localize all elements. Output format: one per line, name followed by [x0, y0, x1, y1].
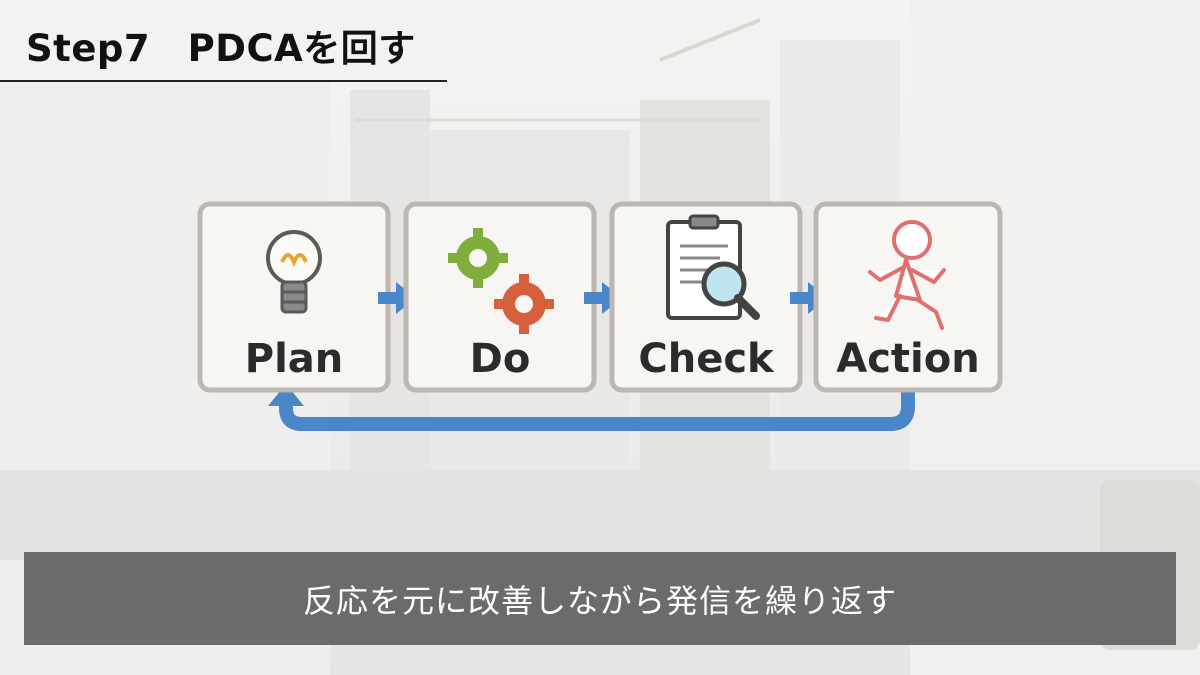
title-underline — [0, 80, 447, 82]
pdca-cycle-illustration: Plan — [197, 201, 1003, 431]
caption-bar: 反応を元に改善しながら発信を繰り返す — [24, 552, 1176, 645]
card-action: Action — [813, 201, 1003, 393]
card-do: Do — [403, 201, 597, 393]
step-label-check: Check — [638, 336, 775, 382]
return-arrow-head — [268, 384, 304, 406]
card-plan: Plan — [197, 201, 391, 393]
page-title: Step7 PDCAを回す — [26, 27, 416, 70]
step-label-do: Do — [470, 336, 531, 382]
gears-icon — [448, 228, 554, 334]
clipboard-magnifier-icon — [666, 214, 760, 320]
caption-text: 反応を元に改善しながら発信を繰り返す — [302, 581, 897, 620]
lightbulb-icon — [266, 230, 322, 314]
card-check: Check — [609, 201, 803, 393]
pdca-diagram: Plan — [190, 196, 1010, 446]
step-label-action: Action — [836, 336, 979, 382]
title-area: Step7 PDCAを回す — [0, 0, 450, 82]
step-label-plan: Plan — [245, 336, 344, 382]
running-person-icon — [868, 220, 946, 330]
return-arrow — [279, 384, 915, 431]
